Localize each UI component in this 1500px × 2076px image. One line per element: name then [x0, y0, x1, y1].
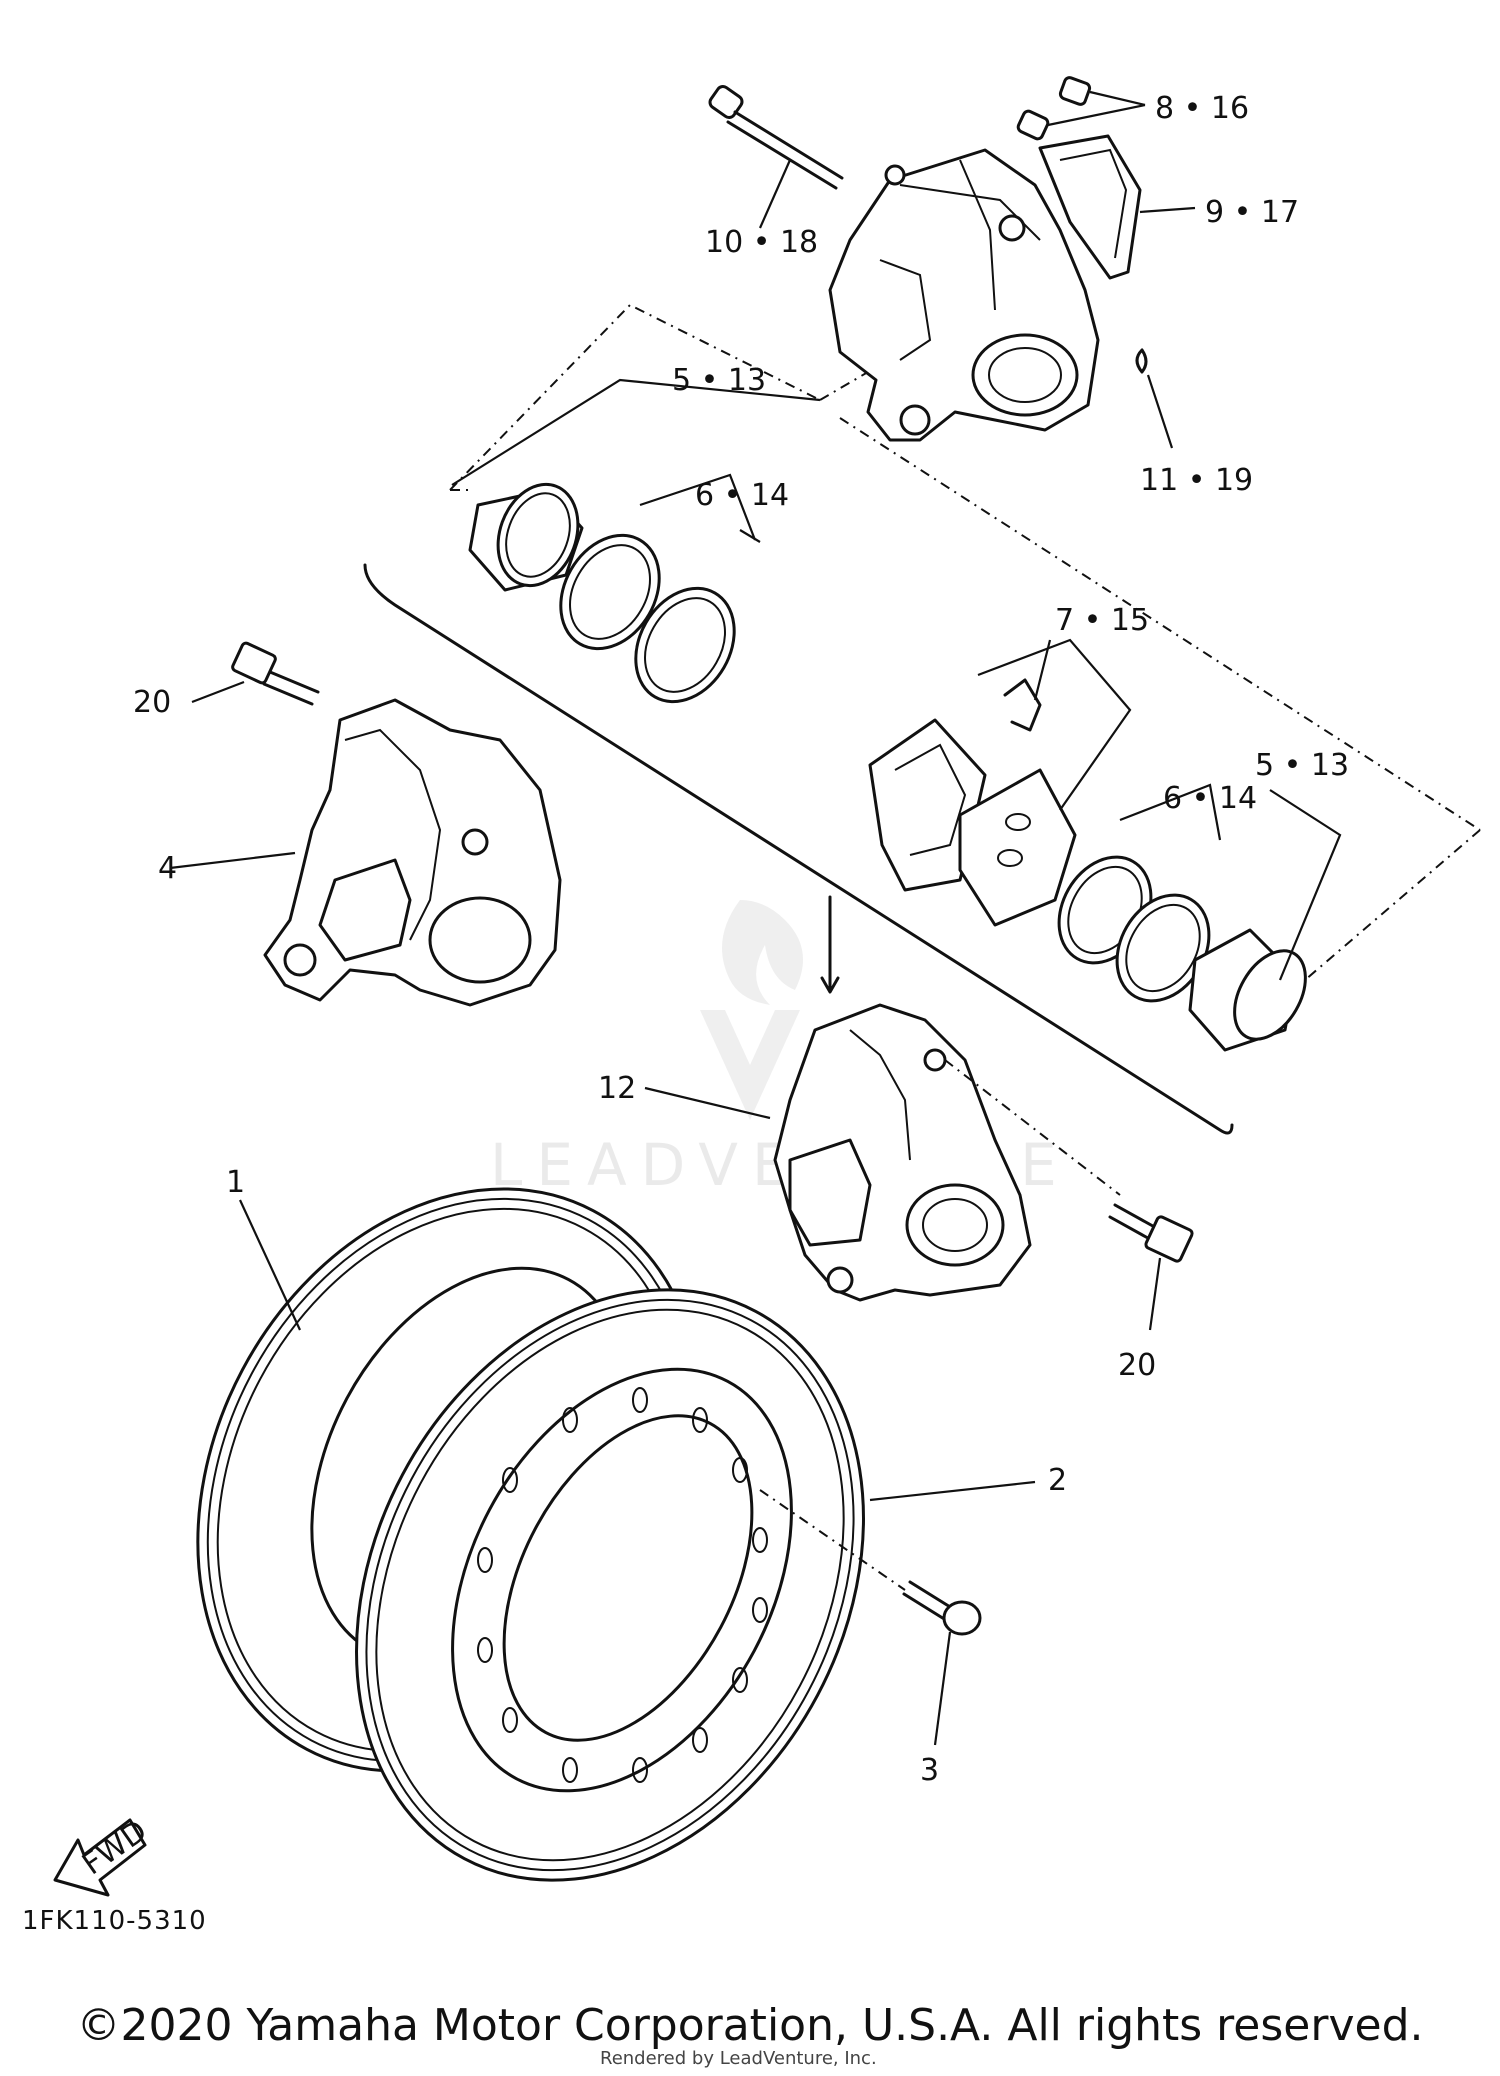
callout-5-13-upper: 5 • 13 — [672, 363, 766, 398]
part-2-disc-right — [355, 1288, 1036, 1882]
callout-2: 2 — [1048, 1463, 1067, 1498]
parts-diagram: LEADVENTURE — [53, 76, 1481, 1897]
callout-7-15: 7 • 15 — [1055, 603, 1149, 638]
callout-12: 12 — [598, 1071, 636, 1106]
part-20-bolt-lower — [944, 1059, 1194, 1331]
part-7-clip — [1003, 639, 1052, 732]
fwd-arrow: FWD — [53, 1814, 154, 1897]
copyright-notice: ©2020 Yamaha Motor Corporation, U.S.A. A… — [76, 2000, 1424, 2051]
part-8-caps — [1016, 76, 1146, 141]
callout-4: 4 — [158, 851, 177, 886]
callout-5-13-lower: 5 • 13 — [1255, 748, 1349, 783]
rendered-by-note: Rendered by LeadVenture, Inc. — [600, 2048, 877, 2069]
part-20-bolt-upper — [191, 641, 320, 706]
callouts: 8 • 16 9 • 17 10 • 18 5 • 13 6 • 14 11 •… — [133, 91, 1349, 1788]
callout-8-16: 8 • 16 — [1155, 91, 1249, 126]
callout-11-19: 11 • 19 — [1140, 463, 1253, 498]
callout-9-17: 9 • 17 — [1205, 195, 1299, 230]
callout-1: 1 — [226, 1165, 245, 1200]
part-4-left-caliper — [169, 698, 562, 1007]
callout-10-18: 10 • 18 — [705, 225, 818, 260]
part-10-bolt — [708, 84, 844, 229]
callout-20-lower: 20 — [1118, 1348, 1156, 1383]
callout-3: 3 — [920, 1753, 939, 1788]
callout-6-14-upper: 6 • 14 — [695, 478, 789, 513]
callout-20-upper: 20 — [133, 685, 171, 720]
right-pads-piston — [868, 638, 1342, 1052]
callout-6-14-lower: 6 • 14 — [1163, 781, 1257, 816]
part-3-disc-bolt — [759, 1489, 982, 1746]
part-11-clip — [1135, 348, 1174, 449]
upper-piston-seals — [451, 378, 821, 704]
upper-caliper — [828, 148, 1100, 442]
part-12-right-caliper — [644, 1003, 1032, 1302]
diagram-code: 1FK110-5310 — [22, 1906, 207, 1936]
part-9-pad-plate — [1038, 134, 1196, 280]
explode-outline — [363, 303, 1481, 1135]
